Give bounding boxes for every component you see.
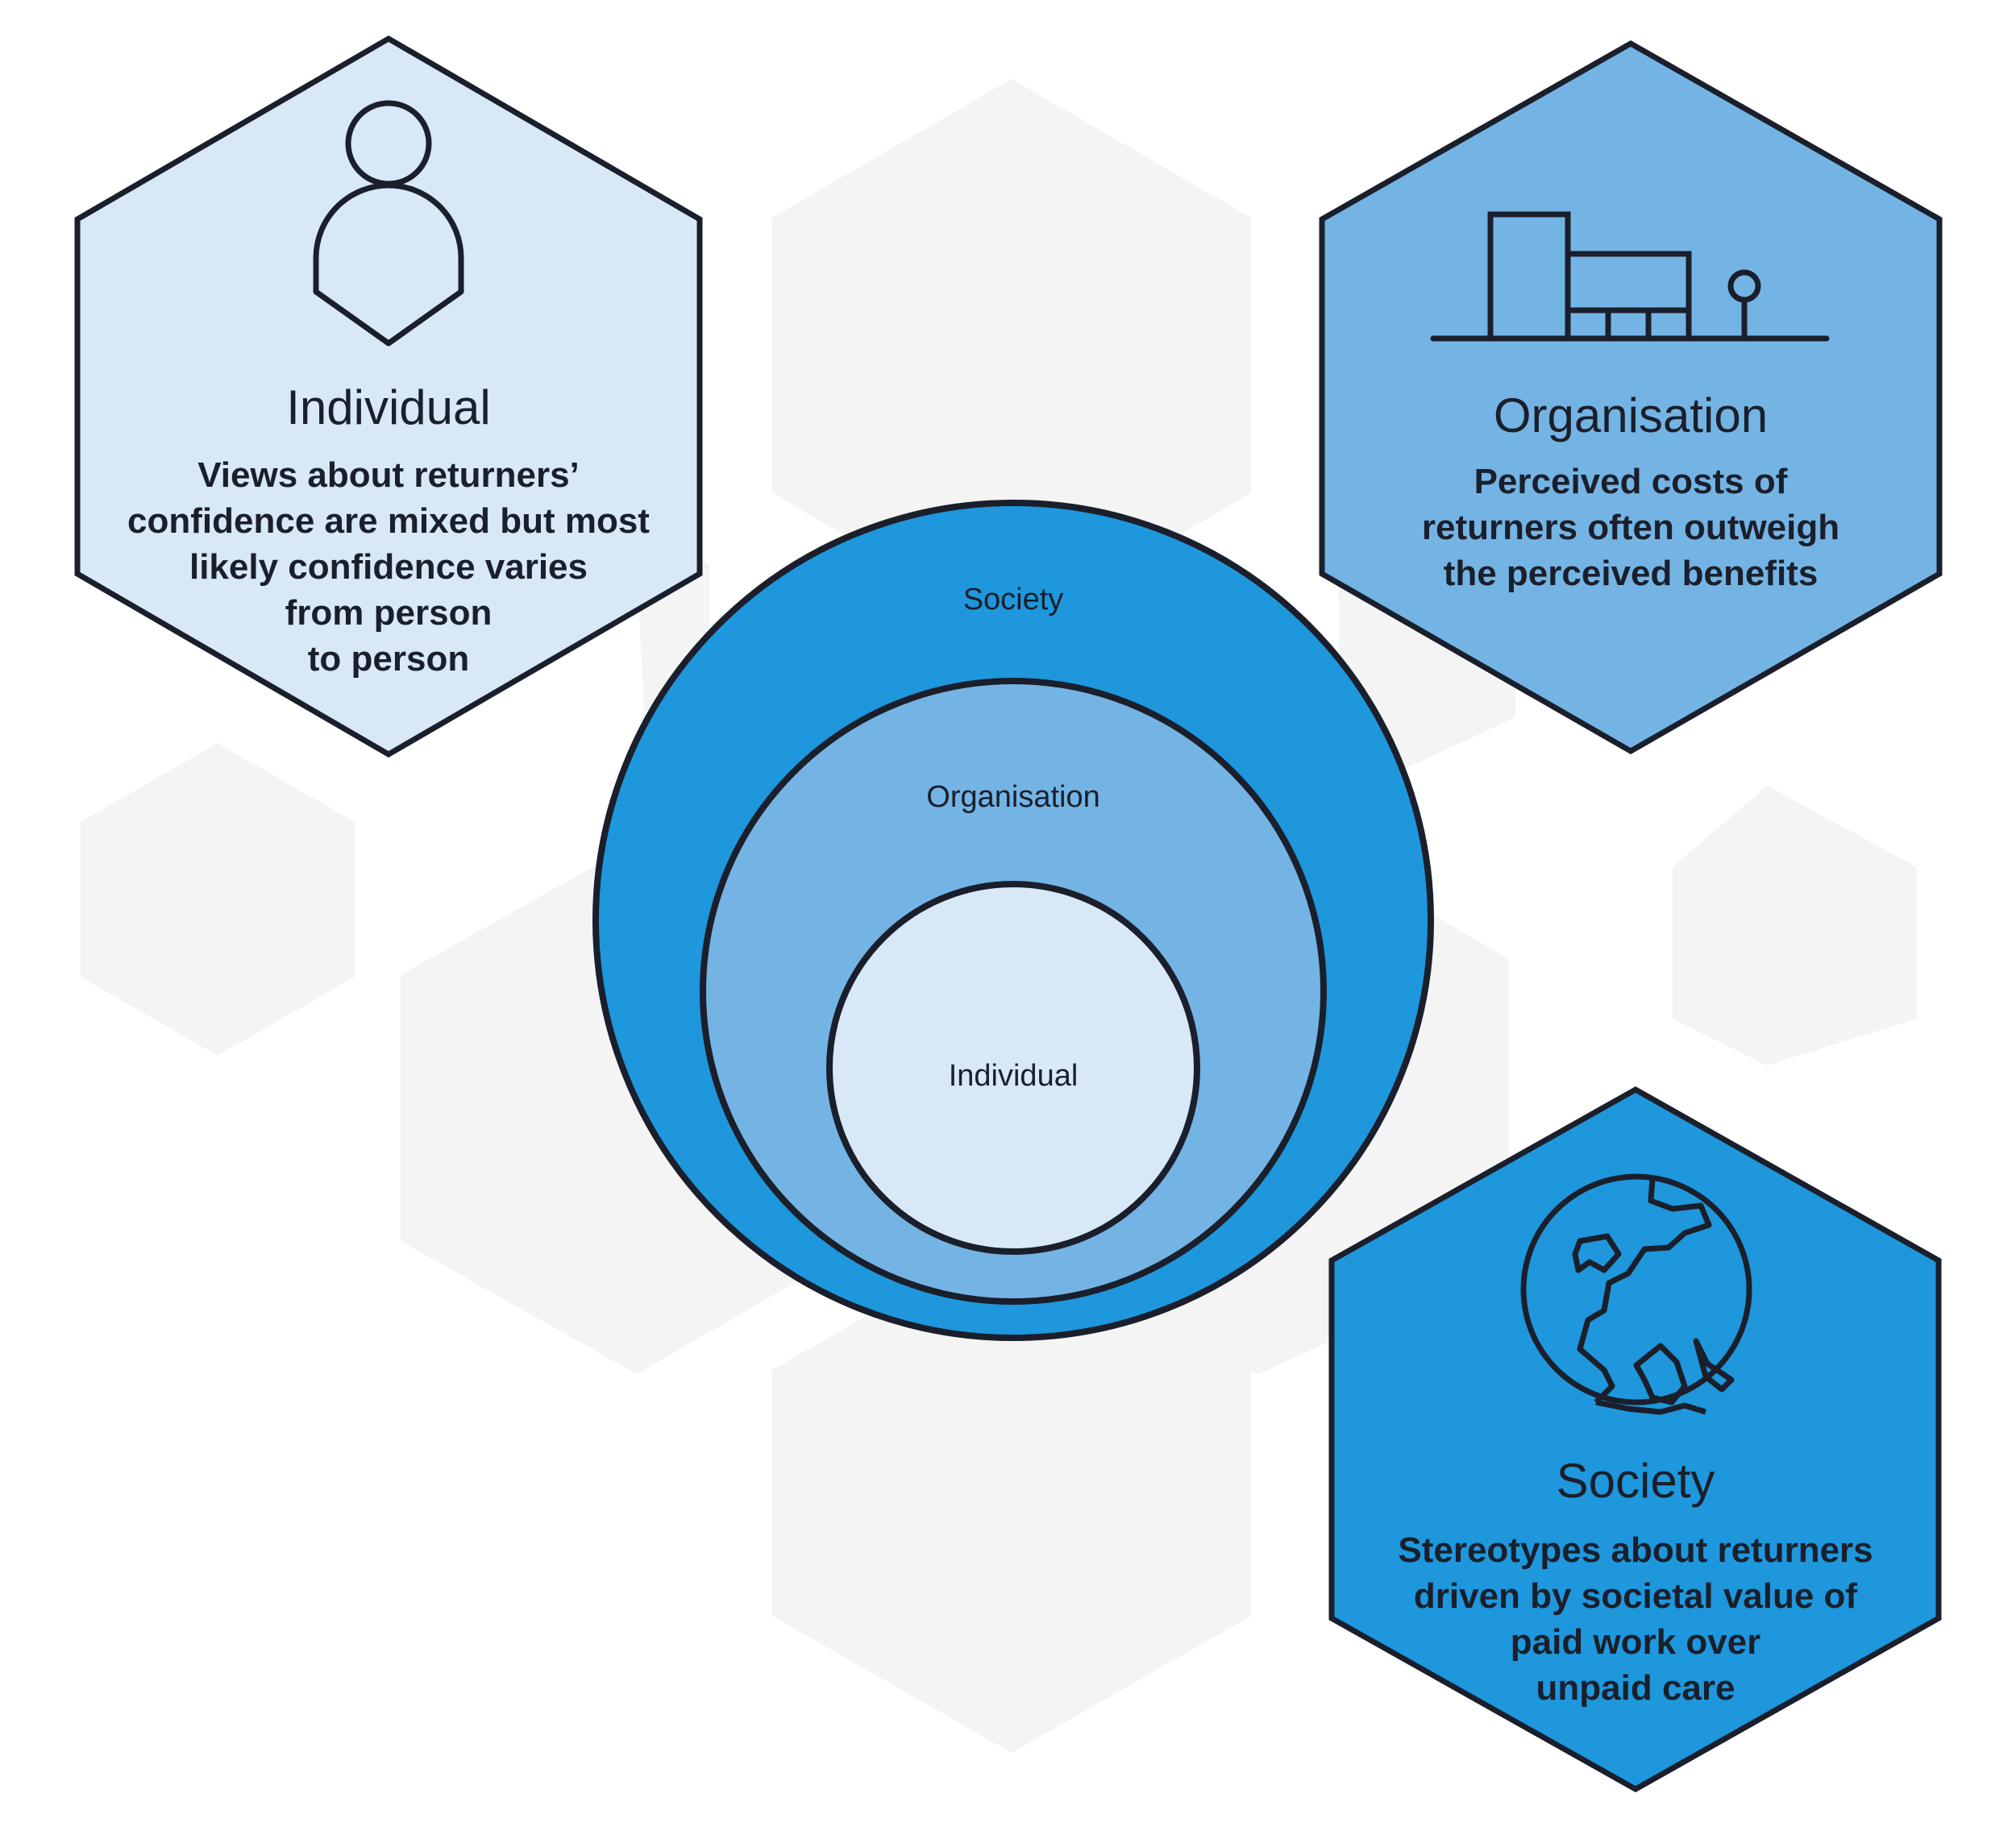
society-card: Society Stereotypes about returners driv… <box>1328 1086 1942 1793</box>
person-icon <box>313 100 464 347</box>
individual-line: likely confidence varies <box>189 547 588 587</box>
organisation-card: Organisation Perceived costs of returner… <box>1319 39 1943 755</box>
background-hexagon <box>1673 786 1917 1065</box>
organisation-hexagon <box>1319 39 1943 755</box>
ring-label-organisation: Organisation <box>926 780 1099 814</box>
society-line: paid work over <box>1511 1622 1761 1662</box>
individual-hexagon <box>74 35 703 758</box>
globe-icon <box>1520 1173 1752 1415</box>
organisation-line: returners often outweigh <box>1422 508 1839 547</box>
individual-line: from person <box>285 593 493 633</box>
nested-circles <box>592 500 1434 1341</box>
society-line: Stereotypes about returners <box>1398 1530 1873 1570</box>
background-hexagon <box>81 743 355 1056</box>
organisation-line: the perceived benefits <box>1444 554 1819 593</box>
individual-title: Individual <box>286 380 491 434</box>
ring-label-individual: Individual <box>949 1059 1079 1093</box>
society-line: unpaid care <box>1536 1668 1735 1708</box>
organisation-title: Organisation <box>1494 388 1768 442</box>
individual-line: confidence are mixed but most <box>127 501 650 541</box>
background-hexagon <box>772 1233 1251 1753</box>
background-hexagon <box>772 79 1251 632</box>
society-line: driven by societal value of <box>1414 1576 1858 1616</box>
society-title: Society <box>1557 1454 1715 1508</box>
society-hexagon <box>1328 1086 1942 1793</box>
organisation-line: Perceived costs of <box>1474 462 1788 501</box>
individual-card: Individual Views about returners’ confid… <box>74 35 703 758</box>
individual-line: Views about returners’ <box>197 455 580 495</box>
ring-label-society: Society <box>963 583 1064 617</box>
building-icon <box>1430 211 1830 342</box>
individual-ring <box>826 881 1200 1255</box>
individual-line: to person <box>308 639 469 679</box>
